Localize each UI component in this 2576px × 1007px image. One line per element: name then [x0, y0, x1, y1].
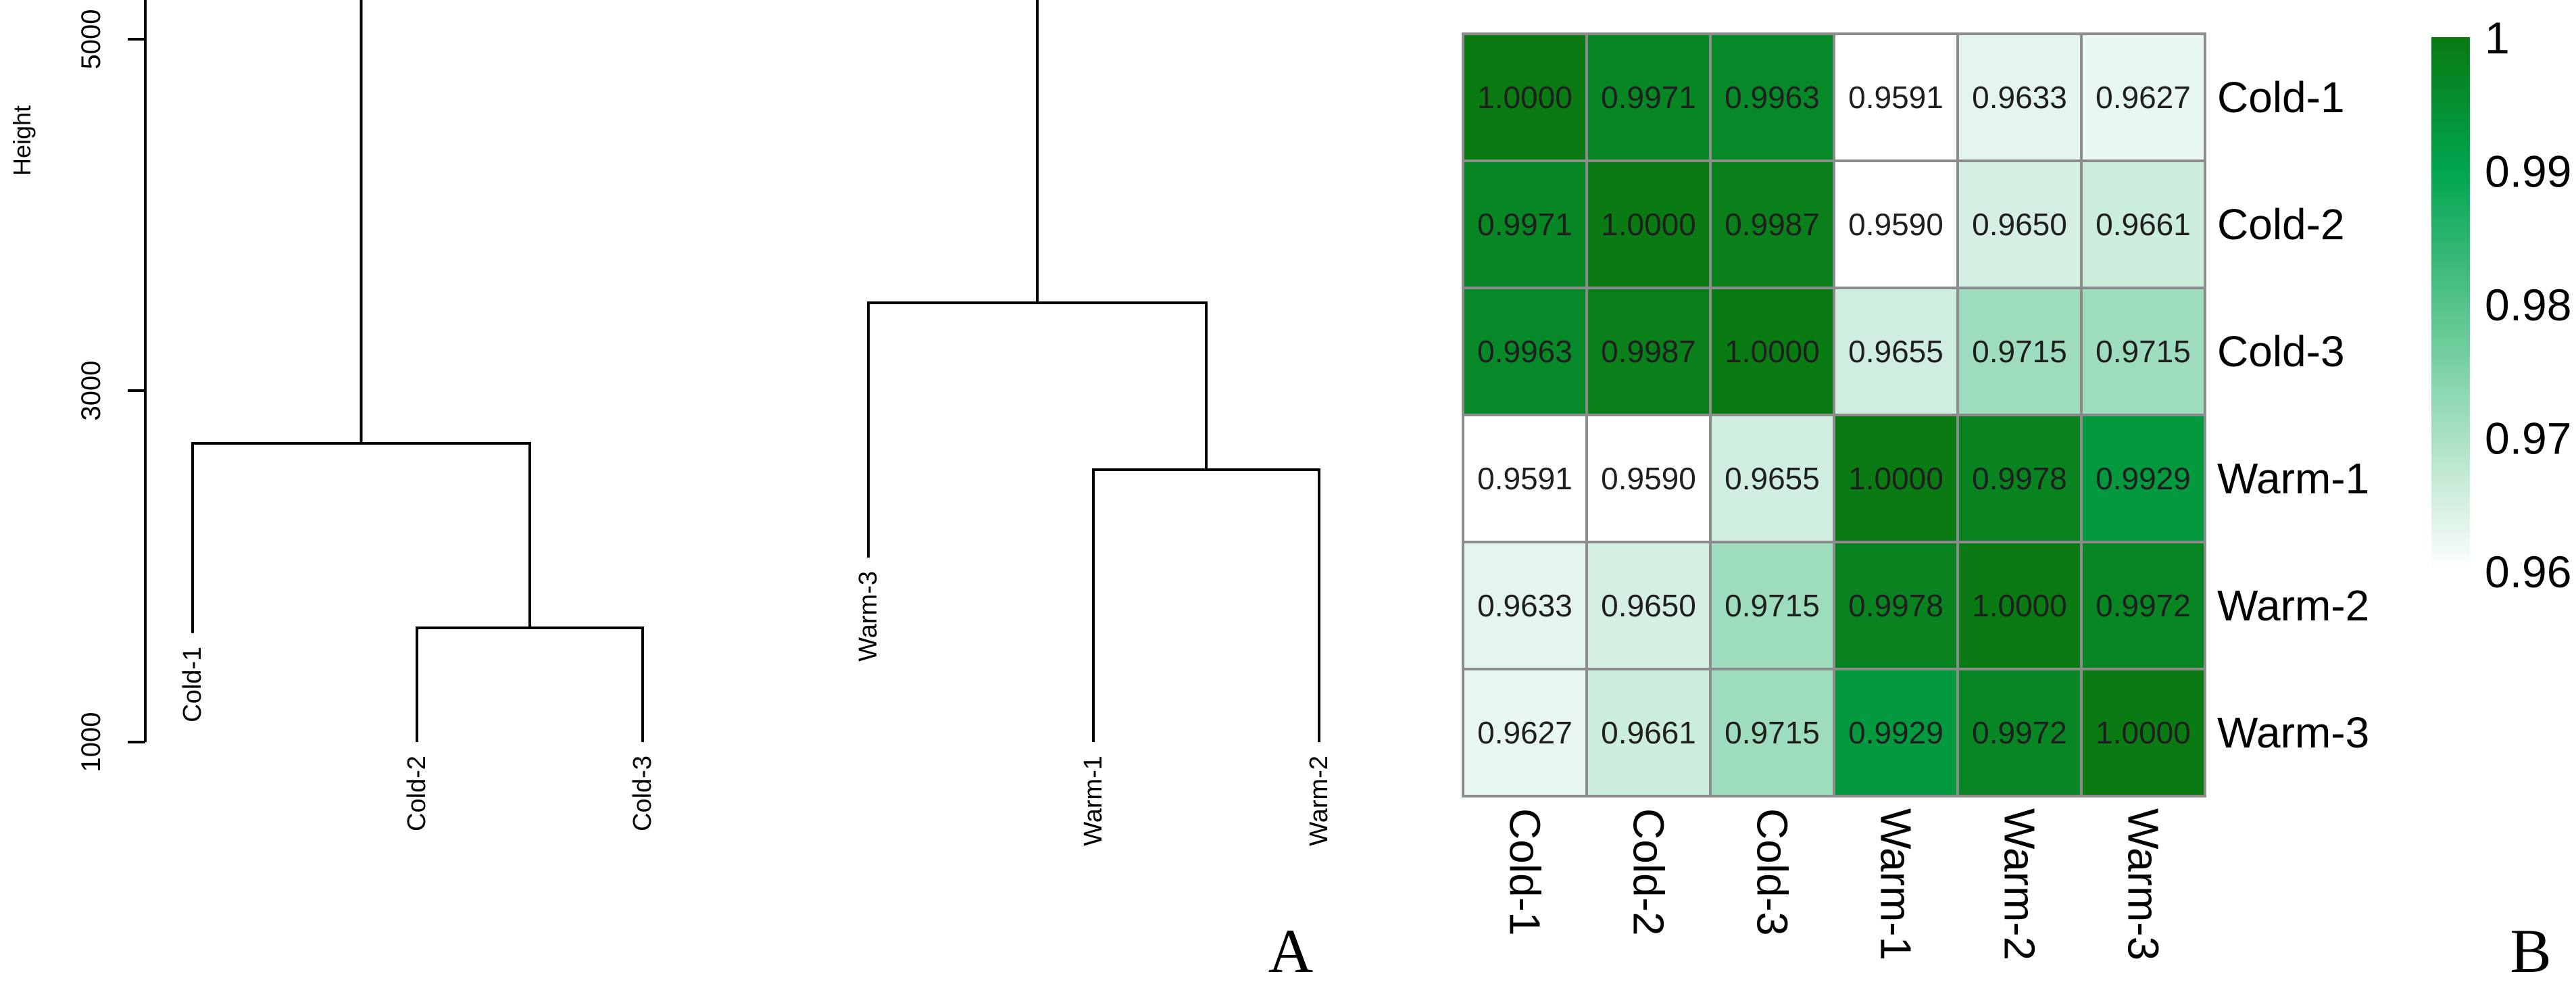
- heatmap-cell-value: 0.9929: [2096, 461, 2191, 496]
- heatmap-cell: [1462, 414, 1588, 543]
- heatmap-cell: [1709, 287, 1835, 416]
- leaf-label: Warm-1: [1079, 756, 1108, 846]
- heatmap-row-label: Cold-1: [2217, 73, 2345, 122]
- colorbar-tick-label: 0.99: [2485, 147, 2571, 197]
- panel-label-b: B: [2510, 916, 2551, 985]
- colorbar: 1 0.99 0.98 0.97 0.96: [2431, 13, 2571, 597]
- heatmap-cell-value: 0.9655: [1848, 334, 1943, 369]
- heatmap-cell: [1462, 32, 1588, 162]
- heatmap-cell-value: 0.9971: [1477, 207, 1572, 242]
- heatmap-cell-value: 1.0000: [1601, 207, 1696, 242]
- heatmap-cell-value: 0.9627: [1477, 715, 1572, 750]
- leaf-label: Cold-1: [178, 647, 207, 722]
- heatmap-cell: [1585, 668, 1712, 797]
- y-tick-label: 3000: [76, 361, 106, 421]
- heatmap-cell-value: 0.9715: [1725, 588, 1820, 623]
- heatmap-cell-value: 1.0000: [1725, 334, 1820, 369]
- heatmap-cell: [2080, 32, 2206, 162]
- leaf-label: Cold-2: [403, 756, 431, 831]
- heatmap-cell-value: 0.9591: [1477, 461, 1572, 496]
- heatmap-row-label: Warm-3: [2217, 708, 2369, 757]
- heatmap-cell-value: 0.9971: [1601, 80, 1696, 115]
- heatmap-cell-value: 0.9661: [1601, 715, 1696, 750]
- heatmap-column-label: Warm-3: [2119, 808, 2168, 960]
- y-tick-label: 1000: [76, 712, 106, 772]
- heatmap-cell: [1585, 414, 1712, 543]
- colorbar-tick-label: 0.96: [2485, 547, 2571, 597]
- heatmap-cell-value: 0.9715: [2096, 334, 2191, 369]
- heatmap-cell-value: 0.9650: [1601, 588, 1696, 623]
- heatmap-cell-value: 0.9963: [1477, 334, 1572, 369]
- heatmap-cell-value: 0.9715: [1725, 715, 1820, 750]
- heatmap-cell-value: 0.9633: [1477, 588, 1572, 623]
- heatmap-cell: [1833, 287, 1959, 416]
- heatmap-cell: [2080, 159, 2206, 289]
- heatmap-cell: [2080, 414, 2206, 543]
- y-tick-label: 5000: [76, 9, 106, 70]
- heatmap-cell-value: 0.9929: [1848, 715, 1943, 750]
- heatmap-cell-value: 0.9972: [1972, 715, 2067, 750]
- heatmap-cell: [1709, 541, 1835, 670]
- heatmap-cell-value: 0.9633: [1972, 80, 2067, 115]
- dendrogram-branches: [191, 0, 1320, 742]
- colorbar-bar: [2431, 37, 2470, 571]
- heatmap-cell: [1709, 668, 1835, 797]
- heatmap-cell: [1462, 159, 1588, 289]
- heatmap-cell: [1709, 159, 1835, 289]
- heatmap-cell-value: 0.9655: [1725, 461, 1820, 496]
- heatmap-cell: [2080, 668, 2206, 797]
- heatmap-cell-value: 1.0000: [1848, 461, 1943, 496]
- heatmap-cell-value: 0.9972: [2096, 588, 2191, 623]
- heatmap-cell-value: 0.9987: [1725, 207, 1820, 242]
- leaf-label: Cold-3: [628, 756, 657, 831]
- colorbar-tick-label: 0.97: [2485, 414, 2571, 464]
- dendrogram-panel: 1000300050007000HeightCold-1Cold-2Cold-3…: [8, 0, 1333, 846]
- heatmap-cell-value: 1.0000: [1972, 588, 2067, 623]
- heatmap-row-label: Warm-2: [2217, 581, 2369, 630]
- heatmap-cell: [1585, 159, 1712, 289]
- colorbar-tick-label: 0.98: [2485, 280, 2571, 330]
- heatmap-cell: [1833, 541, 1959, 670]
- y-axis-label: Height: [8, 105, 36, 176]
- heatmap-cell: [1709, 414, 1835, 543]
- heatmap-column-label: Warm-1: [1872, 808, 1921, 960]
- heatmap-panel: 1.0000 0.9971 0.9963 0.9591 0.9633 0.9627 0.99…: [1462, 32, 2369, 960]
- heatmap-row-label: Cold-2: [2217, 200, 2345, 249]
- panel-label-a: A: [1268, 916, 1313, 985]
- heatmap-cell-value: 0.9661: [2096, 207, 2191, 242]
- heatmap-cell-value: 0.9987: [1601, 334, 1696, 369]
- heatmap-cell-value: 0.9978: [1848, 588, 1943, 623]
- leaf-label: Warm-2: [1305, 756, 1333, 846]
- heatmap-column-label: Cold-1: [1501, 808, 1550, 936]
- heatmap-cell-value: 0.9715: [1972, 334, 2067, 369]
- heatmap-cell-value: 0.9590: [1601, 461, 1696, 496]
- heatmap-cell-value: 0.9963: [1725, 80, 1820, 115]
- heatmap-cell-value: 0.9650: [1972, 207, 2067, 242]
- heatmap-row-label: Cold-3: [2217, 327, 2345, 376]
- heatmap-cell-value: 1.0000: [2096, 715, 2191, 750]
- heatmap-cell: [1833, 668, 1959, 797]
- heatmap-cell: [2080, 541, 2206, 670]
- heatmap-cell-value: 1.0000: [1477, 80, 1572, 115]
- heatmap-cell-value: 0.9591: [1848, 80, 1943, 115]
- heatmap-cell-value: 0.9590: [1848, 207, 1943, 242]
- heatmap-column-label: Warm-2: [1996, 808, 2044, 960]
- heatmap-column-label: Cold-3: [1748, 808, 1797, 936]
- heatmap-cell: [1956, 287, 2083, 416]
- heatmap-cell: [1585, 32, 1712, 162]
- heatmap-cell-value: 0.9978: [1972, 461, 2067, 496]
- heatmap-cell: [2080, 287, 2206, 416]
- heatmap-cell: [1462, 668, 1588, 797]
- heatmap-column-label: Cold-2: [1625, 808, 1673, 936]
- heatmap-cell: [1585, 541, 1712, 670]
- colorbar-tick-label: 1: [2485, 13, 2510, 63]
- leaf-label: Warm-3: [854, 571, 883, 662]
- heatmap-row-label: Warm-1: [2217, 454, 2369, 503]
- heatmap-cell-value: 0.9627: [2096, 80, 2191, 115]
